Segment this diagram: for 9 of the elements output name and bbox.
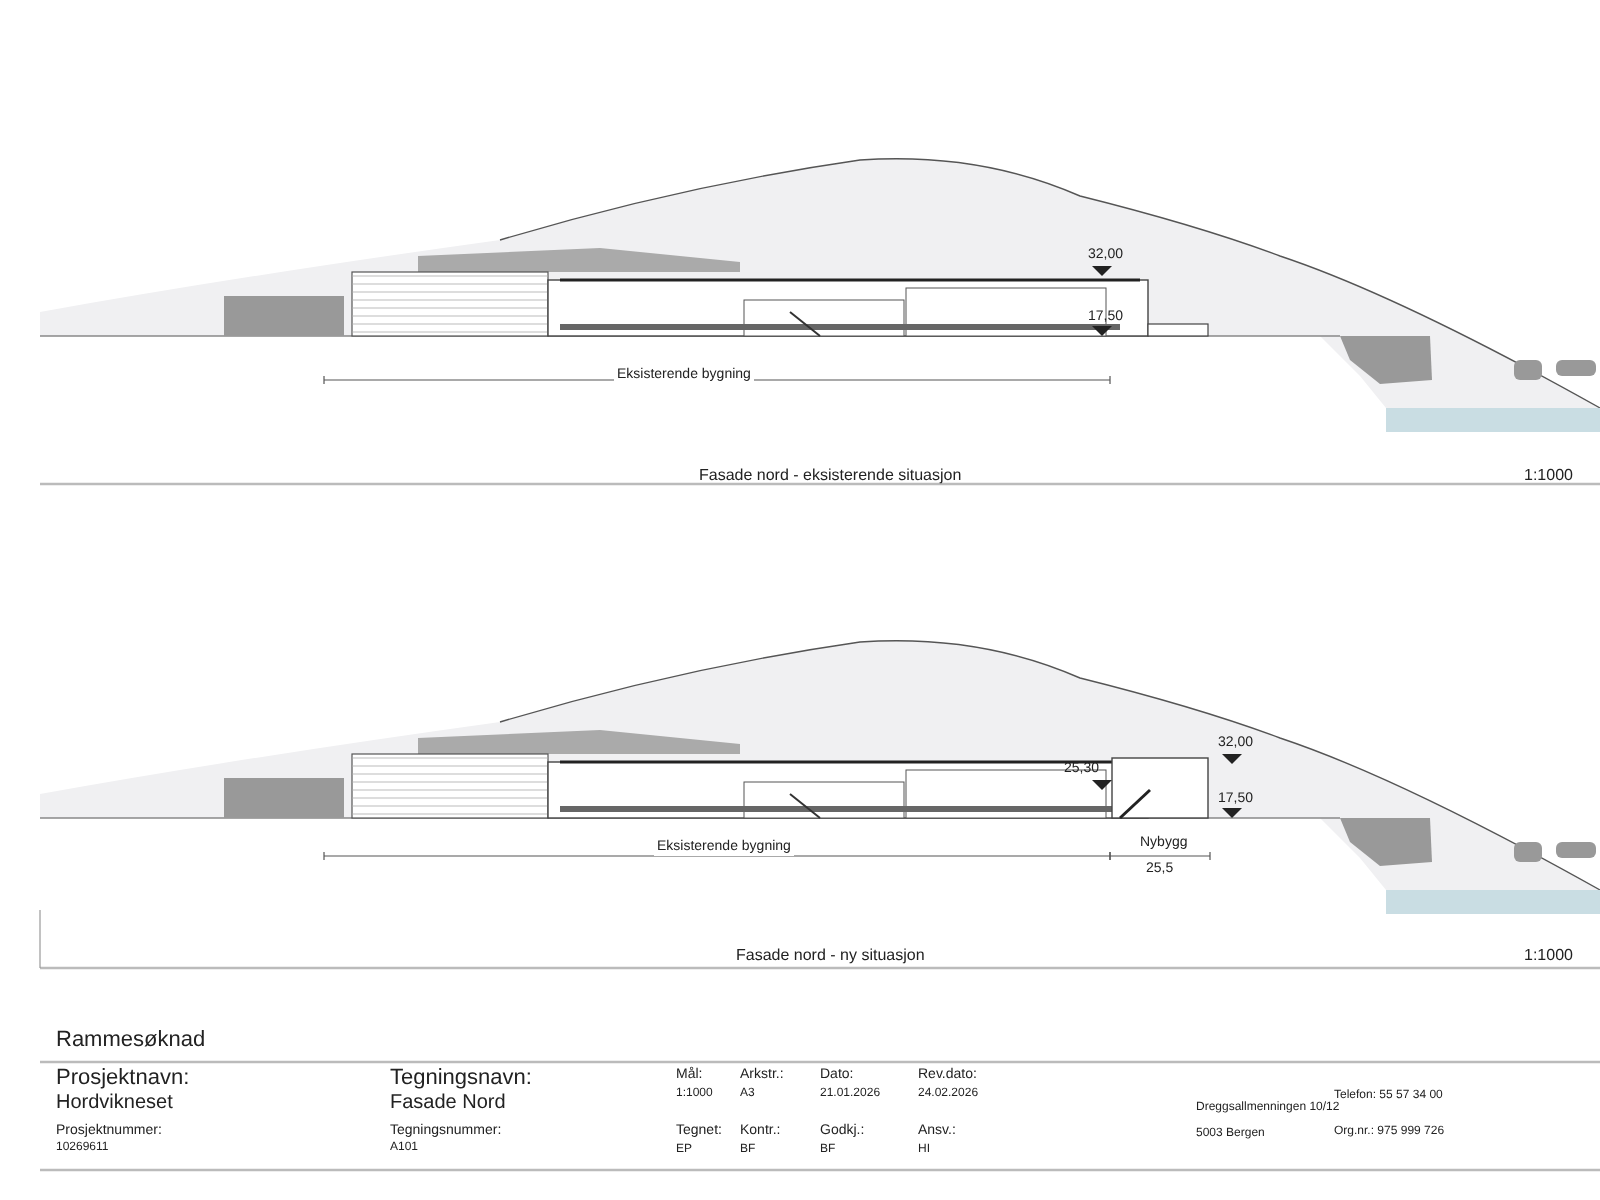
application-type-text: Rammesøknad: [56, 1028, 206, 1053]
elevation-title: Fasade nord - eksisterende situasjon: [699, 468, 962, 486]
field-label: Prosjektnavn:: [56, 1066, 190, 1091]
scale-label: 1:1000: [1524, 468, 1573, 486]
field-value: Fasade Nord: [390, 1092, 506, 1114]
scale-label: 1:1000: [1524, 948, 1573, 966]
field-label: Tegningsnavn:: [390, 1066, 532, 1091]
elevation-title: Fasade nord - ny situasjon: [736, 948, 925, 966]
field-value: Hordvikneset: [56, 1092, 173, 1114]
